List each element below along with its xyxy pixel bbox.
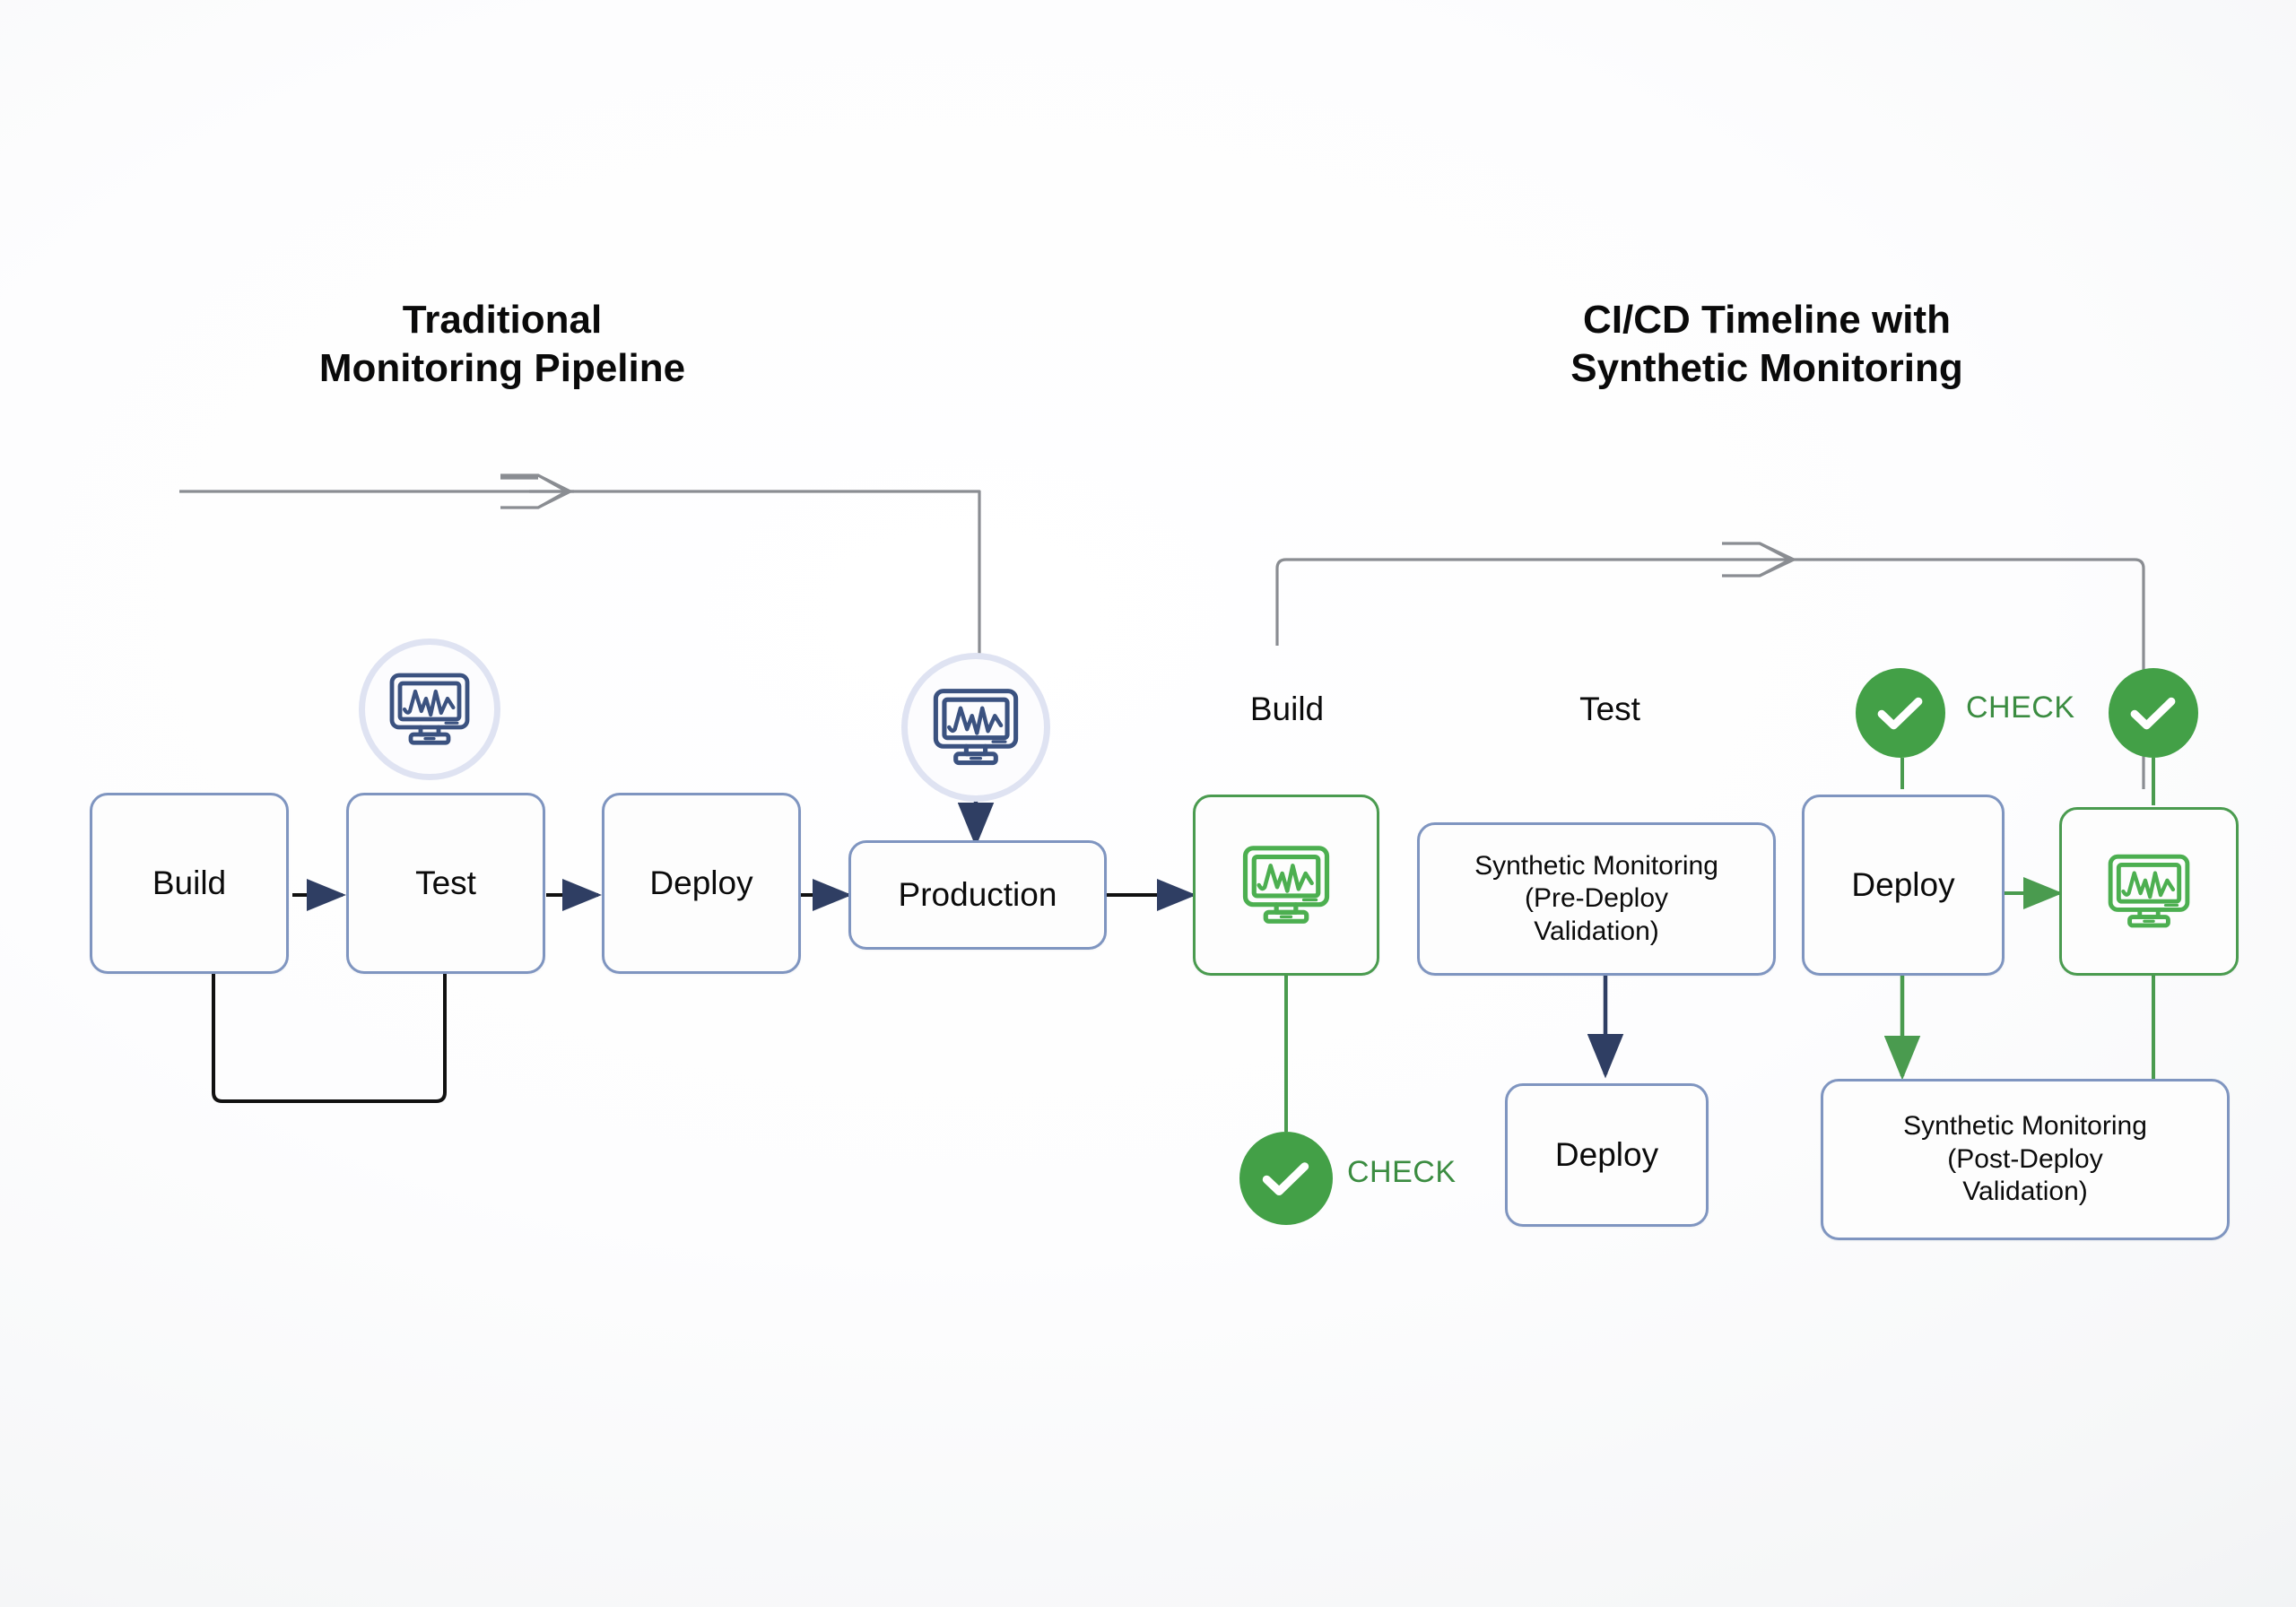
node-test-left[interactable]: Test [346,793,545,974]
check-label-top: CHECK [1966,691,2075,725]
node-production-left[interactable]: Production [848,840,1107,950]
check-badge-top-right [2109,668,2198,758]
checkmark-icon [1262,1162,1309,1196]
stage-label-test-right: Test [1579,691,1640,727]
node-deploy-left[interactable]: Deploy [602,793,801,974]
checkmark-icon [1877,697,1923,730]
right-timeline-connector [1275,542,2145,789]
checkmark-icon [2130,697,2176,730]
monitor-waveform-icon [1239,842,1333,928]
check-badge-top-left [1856,668,1945,758]
node-pre-deploy-validation[interactable]: Synthetic Monitoring (Pre-Deploy Validat… [1417,822,1776,976]
monitor-waveform-icon [930,685,1022,769]
node-deploy-middle-right[interactable]: Deploy [1505,1083,1709,1227]
node-build-monitor-right[interactable] [1193,795,1379,976]
check-badge-build [1239,1132,1333,1225]
check-label-build: CHECK [1347,1155,1457,1189]
left-timeline-connector [179,473,981,794]
stage-label-build-right: Build [1249,691,1325,727]
monitor-waveform-icon [2105,851,2193,932]
section-title-left: Traditional Monitoring Pipeline [318,298,686,390]
monitor-icon-circle-production [901,653,1050,802]
build-test-loopback [212,974,447,1103]
monitor-waveform-icon [387,670,473,749]
monitor-icon-circle-test [359,638,500,780]
node-deploy-right[interactable]: Deploy [1802,795,2005,976]
node-post-deploy-validation[interactable]: Synthetic Monitoring (Post-Deploy Valida… [1821,1079,2230,1240]
node-build-left[interactable]: Build [90,793,289,974]
section-title-right: CI/CD Timeline with Synthetic Monitoring [1570,298,1963,390]
node-post-monitor-right[interactable] [2059,807,2239,976]
